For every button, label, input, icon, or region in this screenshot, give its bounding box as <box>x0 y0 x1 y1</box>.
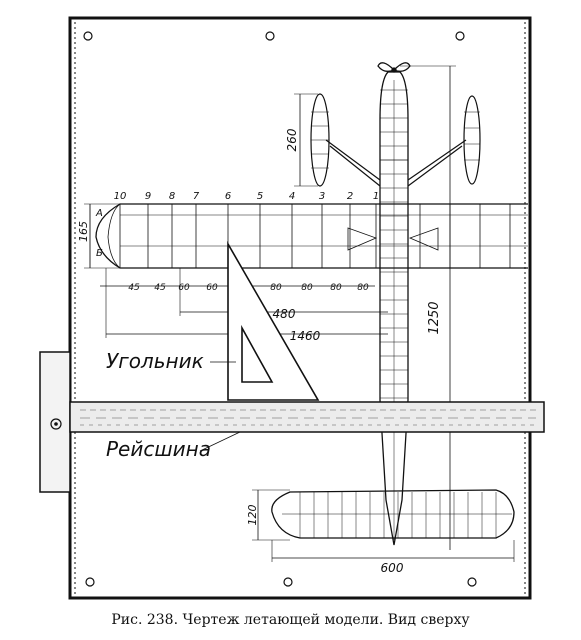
rib-number: 2 <box>347 191 353 202</box>
stab-chord-dimension <box>252 489 290 541</box>
rib-number: 3 <box>319 191 325 202</box>
half-span-label: 1460 <box>290 329 321 343</box>
rib-spacing: 80 <box>270 283 282 293</box>
stab-span-dimension <box>271 540 515 562</box>
fin-span-label: 260 <box>285 128 299 151</box>
fuselage-frames <box>380 80 408 540</box>
rib-number: 10 <box>114 191 127 202</box>
t-square <box>39 351 545 493</box>
wing-chord-label: 165 <box>77 221 90 242</box>
rib-number: 4 <box>289 191 295 202</box>
set-square-label: Угольник <box>106 349 204 373</box>
stab-chord-label: 120 <box>246 505 259 526</box>
inner-span-label: 480 <box>273 307 296 321</box>
point-b-label: Б <box>96 248 103 259</box>
rib-spacing: 80 <box>330 283 342 293</box>
set-square <box>227 241 320 401</box>
rib-number: 5 <box>257 191 263 202</box>
rib-number: 7 <box>193 191 200 202</box>
point-a-label: А <box>95 208 103 219</box>
figure-caption: Рис. 238. Чертеж летающей модели. Вид св… <box>111 612 470 628</box>
fin-span-dimension <box>294 93 318 187</box>
rib-number: 8 <box>169 191 175 202</box>
rib-number: 1 <box>373 191 379 202</box>
fuselage-length-dimension <box>400 65 456 550</box>
rib-numbers: 10 9 8 7 6 5 4 3 2 1 <box>114 191 380 202</box>
t-square-label: Рейсшина <box>106 437 211 461</box>
wing-root-marks <box>347 227 439 251</box>
pushpin-icon <box>83 31 477 587</box>
wing-chord-dimension: 165 А Б <box>77 203 120 269</box>
rib-number: 9 <box>145 191 151 202</box>
rib-spacing: 80 <box>301 283 313 293</box>
rib-spacing: 60 <box>178 283 190 293</box>
stabilizer-ribs <box>299 492 497 538</box>
rib-number: 6 <box>225 191 231 202</box>
rib-spacing: 80 <box>357 283 369 293</box>
vertical-fins <box>310 93 481 187</box>
stab-span-label: 600 <box>381 561 404 575</box>
rib-spacing: 45 <box>154 283 166 293</box>
wing <box>95 203 528 269</box>
fuselage-length-label: 1250 <box>427 301 442 334</box>
rib-spacing: 45 <box>128 283 140 293</box>
rib-spacing: 60 <box>206 283 218 293</box>
